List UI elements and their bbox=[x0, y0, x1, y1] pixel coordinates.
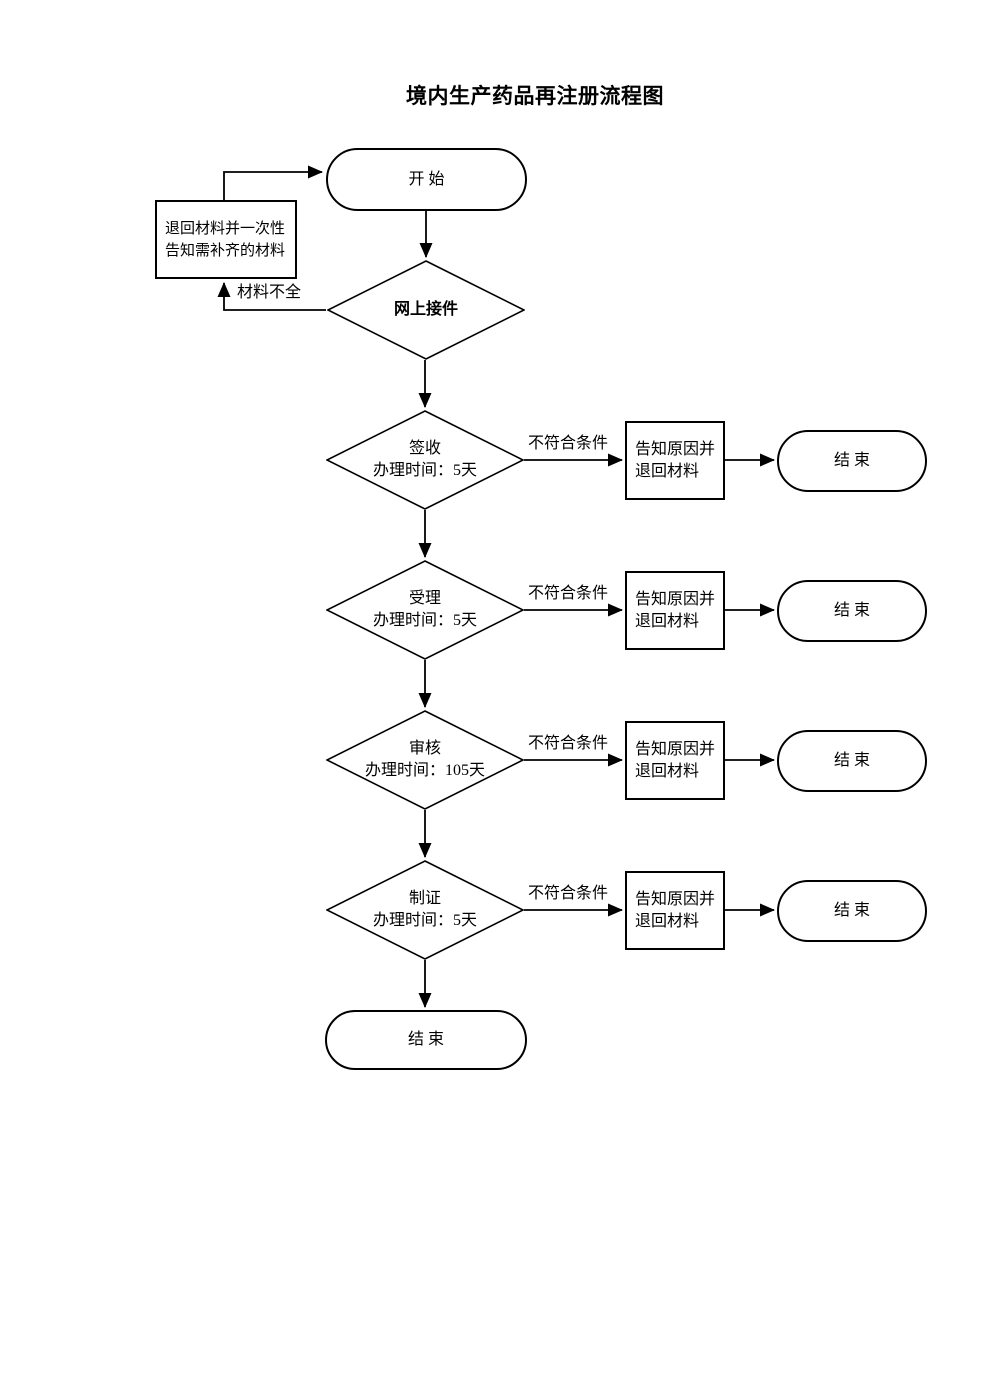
notify-line1: 告知原因并 bbox=[635, 440, 716, 458]
diagram-title: 境内生产药品再注册流程图 bbox=[406, 84, 664, 108]
online-intake-decision: 网上接件 bbox=[327, 260, 525, 360]
certify-decision: 制证 办理时间：5天 bbox=[326, 860, 524, 960]
edge-label-materials-incomplete: 材料不全 bbox=[237, 284, 302, 301]
end-label-1: 结 束 bbox=[833, 452, 870, 469]
notify-return-box-4: 告知原因并 退回材料 bbox=[625, 871, 725, 950]
end-terminator-2: 结 束 bbox=[777, 580, 927, 642]
return-materials-line1: 退回材料并一次性 bbox=[165, 220, 286, 237]
notify-return-box-3: 告知原因并 退回材料 bbox=[625, 721, 725, 800]
diamond-shape bbox=[326, 560, 524, 660]
sign-decision-line1: 签收 bbox=[408, 440, 441, 457]
notify-line1: 告知原因并 bbox=[635, 740, 716, 758]
end-label-3: 结 束 bbox=[833, 752, 870, 769]
sign-decision: 签收 办理时间：5天 bbox=[326, 410, 524, 510]
notify-return-box-1: 告知原因并 退回材料 bbox=[625, 421, 725, 500]
edge-label-not-qualified-2: 不符合条件 bbox=[528, 585, 609, 602]
notify-line1: 告知原因并 bbox=[635, 590, 716, 608]
arrow-intake-to-return bbox=[217, 282, 326, 311]
diamond-shape bbox=[327, 260, 525, 360]
end-label-4: 结 束 bbox=[833, 902, 870, 919]
start-terminator: 开 始 bbox=[326, 148, 527, 211]
accept-decision-line1: 受理 bbox=[408, 590, 441, 607]
review-decision-line2: 办理时间：105天 bbox=[364, 762, 485, 779]
diamond-shape bbox=[326, 710, 524, 810]
notify-line2: 退回材料 bbox=[635, 912, 700, 930]
notify-line2: 退回材料 bbox=[635, 462, 700, 480]
edge-label-not-qualified-3: 不符合条件 bbox=[528, 735, 609, 752]
sign-decision-line2: 办理时间：5天 bbox=[372, 462, 477, 479]
notify-line2: 退回材料 bbox=[635, 612, 700, 630]
arrow-return-to-start bbox=[223, 165, 323, 201]
notify-line1: 告知原因并 bbox=[635, 890, 716, 908]
diamond-shape bbox=[326, 860, 524, 960]
edge-label-not-qualified-4: 不符合条件 bbox=[528, 885, 609, 902]
review-decision: 审核 办理时间：105天 bbox=[326, 710, 524, 810]
certify-decision-line1: 制证 bbox=[408, 890, 441, 907]
end-terminator-4: 结 束 bbox=[777, 880, 927, 942]
end-label-2: 结 束 bbox=[833, 602, 870, 619]
review-decision-line1: 审核 bbox=[408, 740, 441, 757]
start-label: 开 始 bbox=[408, 170, 445, 188]
diamond-shape bbox=[326, 410, 524, 510]
certify-decision-line2: 办理时间：5天 bbox=[372, 912, 477, 929]
end-terminator-1: 结 束 bbox=[777, 430, 927, 492]
accept-decision: 受理 办理时间：5天 bbox=[326, 560, 524, 660]
notify-return-box-2: 告知原因并 退回材料 bbox=[625, 571, 725, 650]
final-end-terminator: 结 束 bbox=[325, 1010, 527, 1070]
edge-label-not-qualified-1: 不符合条件 bbox=[528, 435, 609, 452]
final-end-label: 结 束 bbox=[407, 1031, 444, 1048]
notify-line2: 退回材料 bbox=[635, 762, 700, 780]
online-intake-label: 网上接件 bbox=[393, 301, 458, 318]
end-terminator-3: 结 束 bbox=[777, 730, 927, 792]
return-materials-box: 退回材料并一次性 告知需补齐的材料 bbox=[155, 200, 297, 279]
return-materials-line2: 告知需补齐的材料 bbox=[165, 242, 286, 259]
accept-decision-line2: 办理时间：5天 bbox=[372, 612, 477, 629]
